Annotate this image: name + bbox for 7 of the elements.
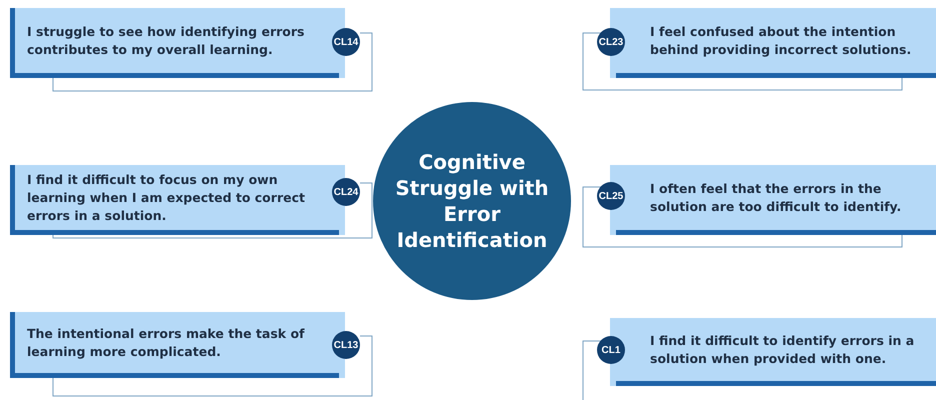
central-circle: Cognitive Struggle with Error Identification [373,102,571,300]
code-badge: CL14 [332,28,360,56]
code-badge: CL25 [597,182,625,210]
code-badge: CL1 [597,336,625,364]
code-badge: CL24 [332,178,360,206]
code-badge: CL23 [597,28,625,56]
code-badge: CL13 [332,331,360,359]
